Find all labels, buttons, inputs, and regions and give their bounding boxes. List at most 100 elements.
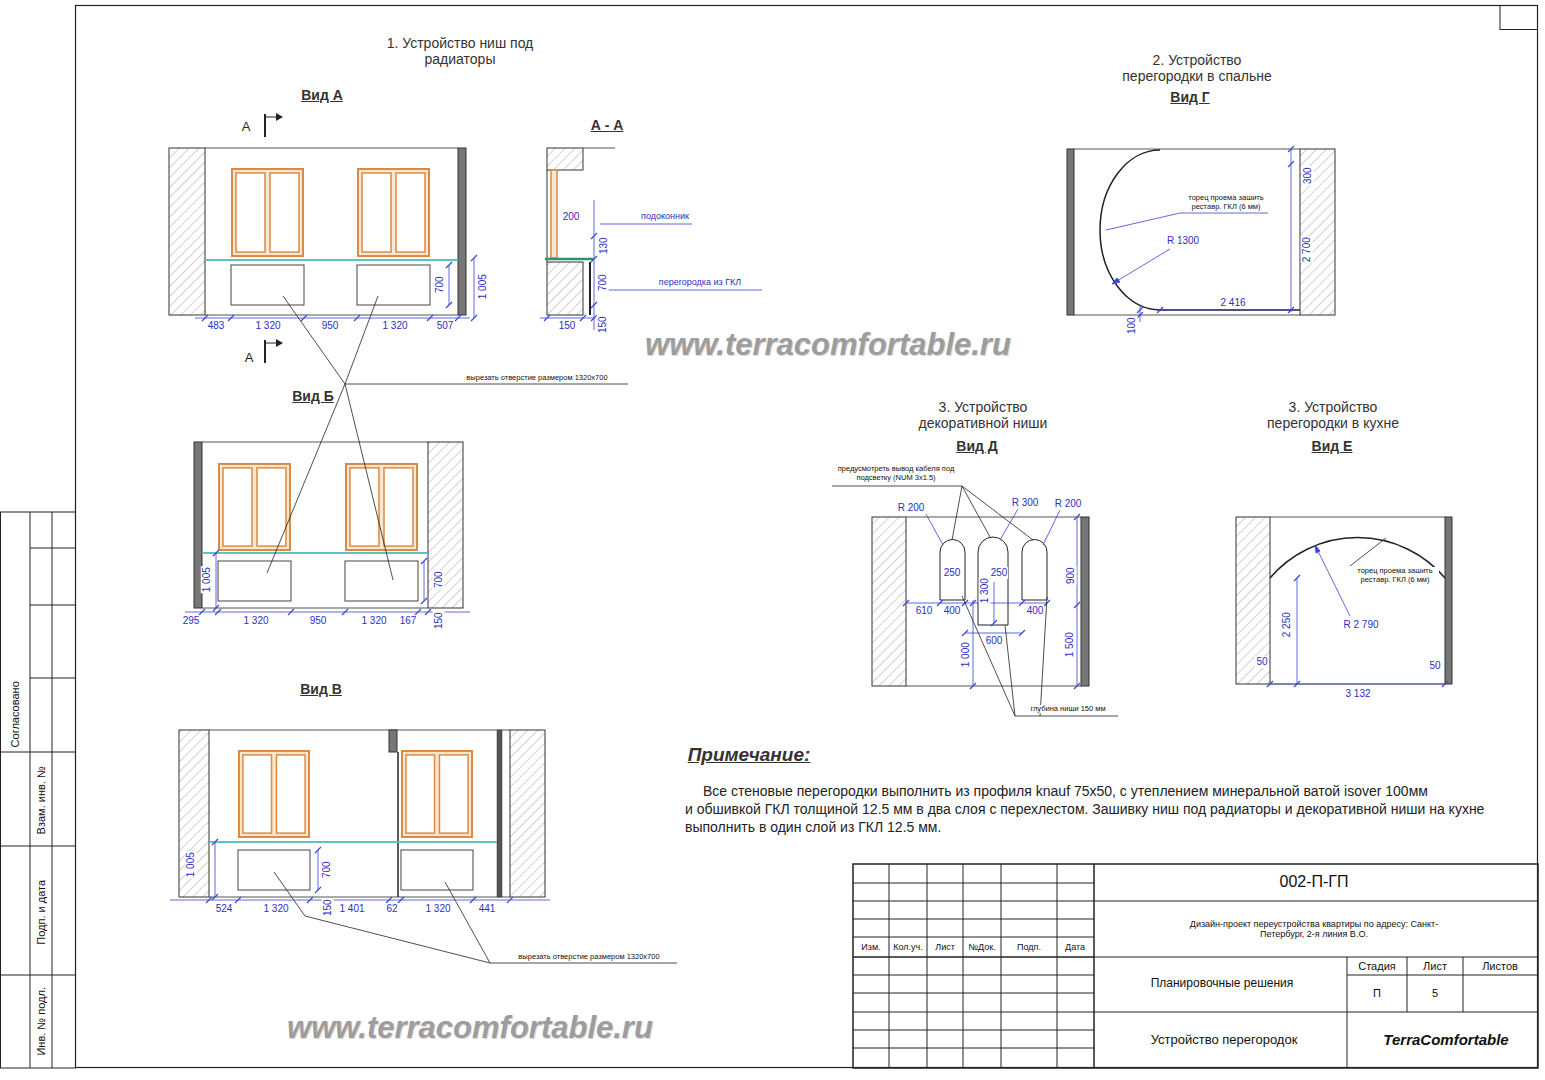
view-v-drawing [209,897,510,898]
dimension-value: 483 [207,320,226,332]
view-title: А - А [590,117,625,133]
view-d-drawing [872,517,1089,686]
dimension-value: 700 [320,861,332,880]
title-block [1347,957,1348,1068]
section-heading: 2. Устройство перегородки в спальне [1111,52,1283,84]
leader-line [1350,538,1386,566]
title-block [853,919,1094,920]
view-g-drawing [1300,149,1335,315]
view-d-drawing [940,540,965,601]
dimension-lines [170,839,550,903]
view-v-drawing [510,730,545,897]
table-cell: П [1372,987,1382,1000]
dimension-lines [170,842,550,900]
dimension-value: 130 [597,237,609,256]
section-heading: 3. Устройство перегородки в кухне [1255,399,1412,431]
dimension-lines [202,255,477,321]
view-g-drawing [1074,315,1300,316]
view-a-drawing [169,148,205,315]
view-v-drawing [389,730,397,752]
dimension-value: 250 [943,567,962,579]
view-g-drawing [1067,149,1335,315]
leader-line [267,296,677,963]
view-d-drawing [1081,517,1089,686]
view-a-drawing [357,265,430,305]
dimension-value: 1 005 [201,566,213,593]
dimension-value: 1 005 [185,851,197,878]
dimension-lines [1106,149,1296,322]
section-mark [265,117,276,118]
table-cell: Подп. и дата [35,879,48,946]
dimension-value: R 200 [1054,498,1083,510]
view-g-drawing [1074,149,1300,150]
side-stamp [52,512,53,1068]
title-block [927,864,928,1068]
callout-note: вырезать отверстие размером 1320х700 [465,374,608,383]
title-block [853,883,1094,884]
view-e-drawing [1270,517,1445,518]
view-v-drawing [209,841,497,843]
dimension-lines [1270,545,1445,684]
dimension-lines [1267,545,1448,687]
title-block [1407,957,1408,1012]
callout-note: предусмотреть вывод кабеля под подсветку… [830,465,962,482]
title-block [853,1030,1094,1031]
title-block [853,1048,1094,1049]
callout-label: подоконник [640,211,690,221]
dimension-value: 1 320 [262,903,289,915]
dimension-value: 3 132 [1344,688,1371,700]
dimension-value: R 2 790 [1342,619,1379,631]
title-block [853,1012,1094,1013]
table-cell: Кол.уч. [892,942,924,952]
dimension-value: 700 [432,571,444,590]
view-b-drawing [194,442,463,608]
table-cell: Лист [934,942,956,952]
view-v-drawing [239,751,309,837]
table-cell: TerraComfortable [1382,1031,1509,1048]
table-cell: Планировочные решения [1150,977,1295,991]
dimension-value: 950 [321,320,340,332]
dimension-value: 441 [478,903,497,915]
view-e-drawing [1445,517,1452,684]
dimension-value: 2 250 [1281,611,1293,638]
view-title: Вид А [300,87,344,103]
title-block [1463,957,1464,1012]
view-d-drawing [978,537,1008,625]
dimension-value: 295 [182,615,201,627]
section-mark: А [244,351,255,366]
view-a-drawing [205,259,458,261]
view-title: Вид В [299,681,343,697]
title-block [1001,864,1002,1068]
leader-line [1350,538,1386,566]
side-stamp [30,678,75,679]
table-cell: Листов [1481,960,1519,973]
view-b-drawing [202,552,428,554]
leader-line [274,872,677,963]
dimension-lines [540,200,762,330]
section-a-a-drawing [589,262,591,315]
view-v-drawing [238,850,310,890]
section-mark [265,343,276,344]
dimension-lines [1112,278,1120,284]
leader-line [832,486,1118,716]
dimension-value: 1 300 [979,577,991,604]
view-title: Вид Д [955,438,998,454]
title-block [1347,975,1538,976]
view-title: Вид Б [291,388,335,404]
title-block [889,864,890,1068]
title-block [1093,864,1095,1068]
dimension-value: 900 [1064,567,1076,586]
dimension-value: 50 [1255,656,1268,668]
dimension-value: 700 [596,274,608,293]
dimension-lines [1106,146,1296,322]
dimension-value: 150 [558,320,577,332]
view-b-drawing [202,608,428,609]
view-a-drawing [205,315,458,316]
view-v-drawing [402,751,472,837]
sheet-frame [76,6,1538,1068]
title-block [1094,957,1538,958]
dimension-value: 400 [1026,605,1045,617]
dimension-value: 1 500 [1064,631,1076,658]
table-cell: Стадия [1357,960,1397,973]
dimension-lines [195,258,474,318]
